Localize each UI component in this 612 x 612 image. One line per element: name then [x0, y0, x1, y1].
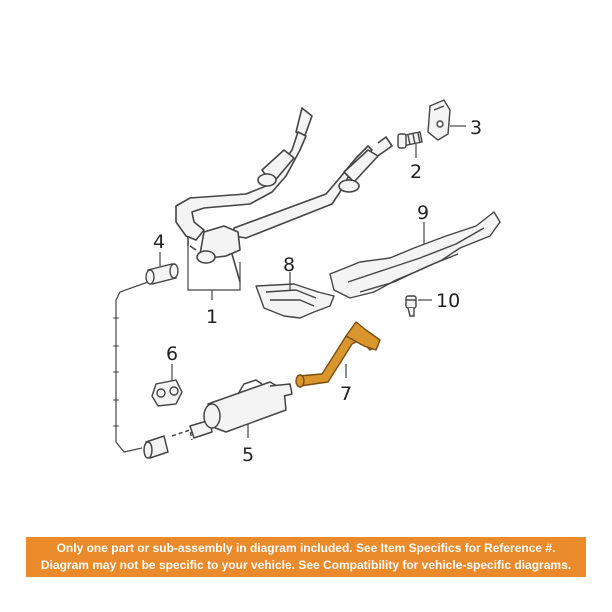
disclaimer-line-2: Diagram may not be specific to your vehi… — [40, 558, 572, 572]
callout-1: 1 — [206, 306, 218, 328]
insulator-part-6 — [151, 379, 183, 407]
callout-9: 9 — [417, 202, 429, 224]
bolt-part-2 — [397, 131, 423, 149]
callout-7: 7 — [340, 383, 352, 405]
disclaimer-banner: Only one part or sub-assembly in diagram… — [26, 537, 586, 577]
callout-6: 6 — [166, 343, 178, 365]
hanger-bracket-part-3 — [427, 99, 451, 141]
clamp-part-4 — [145, 263, 179, 285]
heat-shield-part-9 — [329, 211, 501, 299]
callout-8: 8 — [283, 254, 295, 276]
heat-shield-part-8 — [255, 283, 335, 319]
callout-4: 4 — [153, 231, 165, 253]
alignment-ticks — [113, 317, 119, 427]
front-exhaust-pipe-assembly — [175, 107, 393, 283]
nut-part-10 — [405, 295, 417, 317]
alignment-line — [115, 281, 149, 453]
callout-1-bracket — [187, 246, 241, 300]
callout-3: 3 — [470, 117, 482, 139]
muffler-part-5 — [143, 379, 293, 459]
callout-5: 5 — [242, 444, 254, 466]
callout-10: 10 — [436, 290, 460, 312]
disclaimer-line-1: Only one part or sub-assembly in diagram… — [56, 541, 556, 555]
callout-2: 2 — [410, 161, 422, 183]
intermediate-pipe-part-7 — [295, 321, 381, 388]
